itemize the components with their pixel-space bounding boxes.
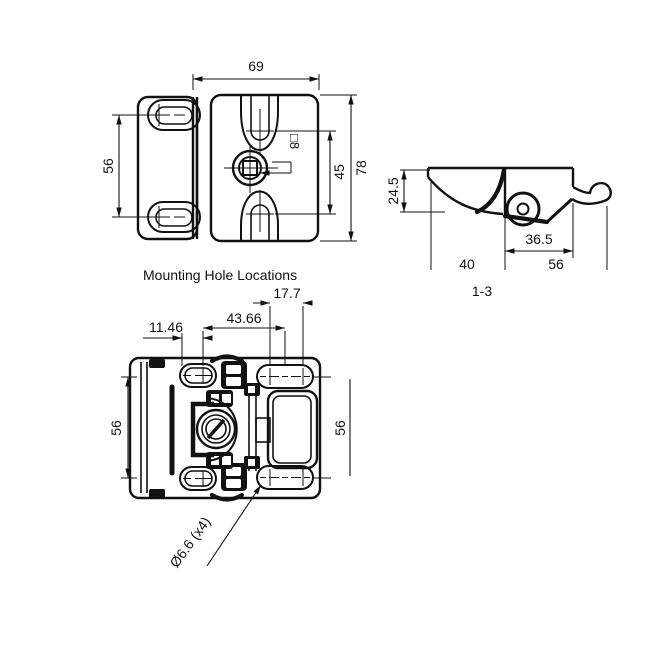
lever-pad-back xyxy=(266,389,319,470)
adjuster-screw xyxy=(195,408,237,450)
dim-square-drive: □8 xyxy=(287,134,302,149)
side-view-caption: 1-3 xyxy=(472,283,492,299)
dim-keeper-pitch: 56 xyxy=(100,158,116,174)
dim-pitch-left: 56 xyxy=(108,420,124,436)
keeper-body xyxy=(136,95,199,241)
dim-slot-travel: 17.7 xyxy=(273,285,300,301)
dim-edge-offset: 11.46 xyxy=(149,319,183,335)
dim-top-width: 69 xyxy=(248,58,264,74)
dim-pitch-right: 56 xyxy=(332,420,348,436)
hook xyxy=(571,182,612,205)
dim-body-height: 78 xyxy=(353,160,369,176)
dim-hole-pitch-x: 43.66 xyxy=(226,310,261,326)
lever-curve xyxy=(427,176,504,216)
hole-diameter-note: Ø6.6 (x4) xyxy=(166,514,213,571)
dim-hook-reach: 56 xyxy=(548,256,564,272)
dim-lever-reach: 40 xyxy=(459,256,475,272)
dim-hole-pitch: 45 xyxy=(331,164,347,180)
latch-body xyxy=(209,93,320,243)
mount-slot-bottom-left xyxy=(179,466,217,491)
front-view: □8 69 56 45 78 xyxy=(100,58,369,243)
mounting-view-title: Mounting Hole Locations xyxy=(143,267,297,283)
dim-side-depth: 36.5 xyxy=(525,231,552,247)
rivet xyxy=(505,191,541,227)
side-view: 24.5 36.5 40 56 1-3 xyxy=(385,166,612,299)
dim-side-height: 24.5 xyxy=(385,177,401,204)
mount-slot-top-left xyxy=(179,363,217,388)
mounting-hole-view: Mounting Hole Locations xyxy=(108,267,351,571)
